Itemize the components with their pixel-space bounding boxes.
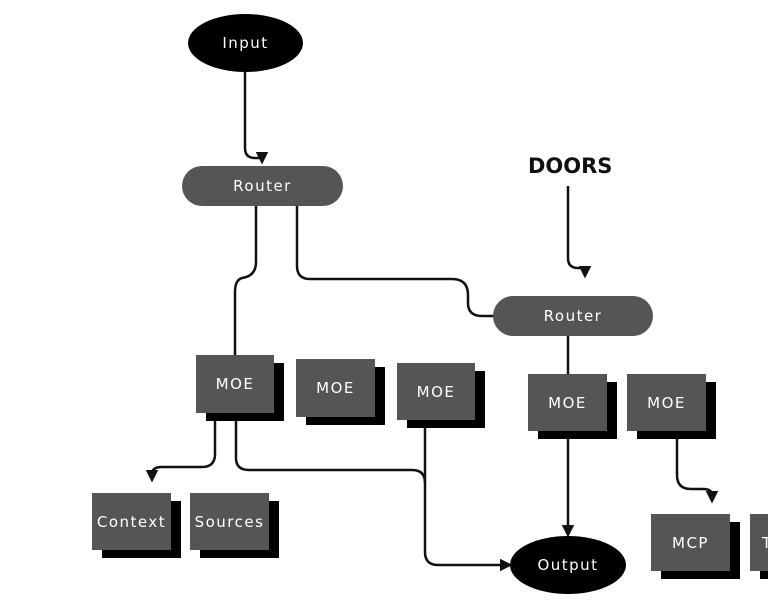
moe-node-4: MOE [528,374,607,431]
router-node-2: Router [493,296,653,336]
moe-node-2: MOE [296,359,375,417]
partial-node: T [750,514,768,571]
edge-moe5-mcp [675,431,719,504]
router-2-label: Router [543,307,603,325]
mcp-node: MCP [651,514,730,571]
input-node: Input [188,14,303,72]
sources-label: Sources [194,512,265,531]
doors-label: DOORS [528,154,613,178]
moe-node-3: MOE [397,363,475,420]
edge-router1-moe1 [233,206,258,355]
moe-3-label: MOE [416,382,456,401]
edge-moe1-context [145,413,217,483]
context-node: Context [92,493,171,550]
router-1-label: Router [233,177,292,195]
moe-4-label: MOE [548,393,587,412]
edge-input-router1 [243,72,269,165]
partial-label: T [762,534,768,552]
edge-router1-router2 [295,206,494,318]
moe-2-label: MOE [316,379,355,397]
router-node-1: Router [182,166,343,206]
output-node: Output [510,536,626,594]
edge-moe1-output [234,413,427,484]
moe-5-label: MOE [647,393,686,412]
mcp-label: MCP [672,533,709,552]
output-label: Output [537,556,599,574]
moe-node-1: MOE [196,355,274,413]
moe-1-label: MOE [215,375,255,393]
input-label: Input [222,34,269,52]
moe-node-5: MOE [627,374,706,431]
edge-moe3-output [423,426,513,572]
sources-node: Sources [190,493,269,550]
context-label: Context [96,512,167,531]
edge-doors-router2 [566,186,592,279]
